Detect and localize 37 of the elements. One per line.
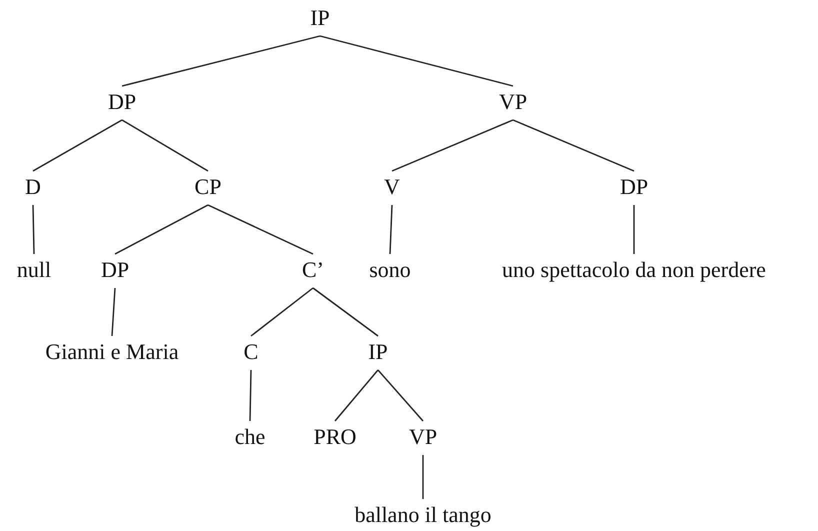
tree-branch — [320, 35, 514, 87]
tree-node-label: D — [24, 173, 42, 201]
tree-branch — [111, 288, 116, 336]
tree-node-label: V — [383, 173, 401, 201]
tree-branch — [249, 370, 252, 422]
tree-node-label: CP — [194, 173, 222, 201]
tree-node-label: VP — [498, 88, 528, 116]
tree-node-label: Gianni e Maria — [44, 338, 180, 366]
tree-branch — [312, 287, 378, 337]
tree-node-label: IP — [367, 338, 389, 366]
tree-node-label: C — [242, 338, 260, 366]
tree-node-label: che — [234, 423, 266, 451]
tree-node-label: IP — [309, 4, 331, 32]
tree-node-label: uno spettacolo da non perdere — [501, 256, 767, 284]
tree-node-label: null — [16, 256, 52, 284]
tree-branch — [377, 370, 424, 422]
tree-node-label: VP — [408, 423, 438, 451]
tree-branch — [32, 119, 122, 172]
tree-branch — [122, 35, 320, 87]
tree-branch — [334, 370, 379, 422]
tree-branch — [392, 119, 514, 172]
tree-node-label: C’ — [301, 256, 325, 284]
tree-branch — [250, 287, 314, 337]
tree-branch — [512, 119, 634, 172]
tree-branch — [114, 204, 208, 255]
tree-node-label: DP — [100, 256, 130, 284]
tree-node-label: ballano il tango — [354, 501, 492, 529]
tree-branch — [389, 204, 393, 254]
tree-node-label: DP — [106, 88, 138, 116]
tree-branch — [208, 204, 314, 255]
tree-node-label: DP — [618, 173, 650, 201]
tree-branch — [633, 205, 635, 254]
tree-branch — [422, 455, 424, 499]
tree-node-label: PRO — [312, 423, 358, 451]
tree-branch — [122, 119, 208, 172]
tree-branch — [32, 204, 35, 254]
tree-node-label: sono — [368, 256, 412, 284]
